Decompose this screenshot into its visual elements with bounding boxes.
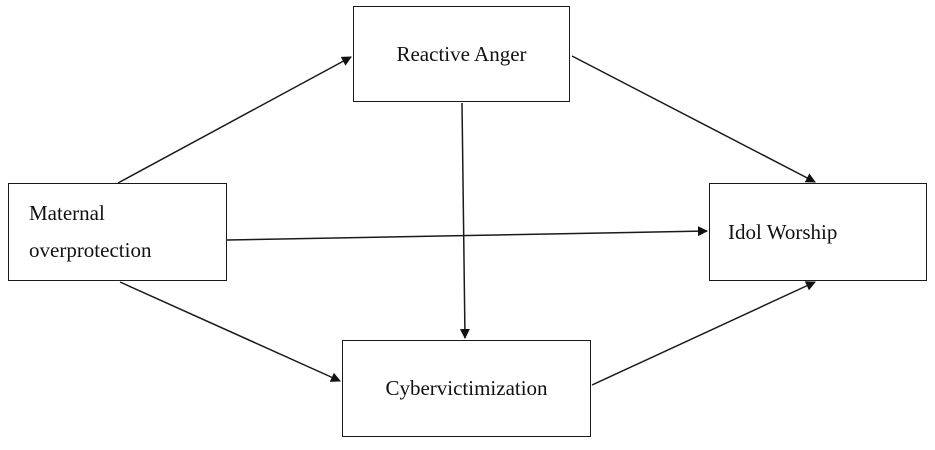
node-maternal-overprotection: Maternal overprotection bbox=[8, 183, 227, 281]
edge-reactive-anger-to-idol-worship bbox=[571, 55, 816, 183]
node-cybervictimization-label: Cybervictimization bbox=[385, 376, 548, 400]
node-idol-worship: Idol Worship bbox=[709, 183, 927, 281]
edge-reactive-anger-to-cybervictimization bbox=[459, 102, 470, 339]
edge-maternal-to-cybervictimization bbox=[119, 281, 341, 382]
edge-cybervictimization-to-idol-worship bbox=[591, 281, 816, 386]
node-reactive-anger-label: Reactive Anger bbox=[396, 41, 527, 66]
edge-maternal-to-idol-worship bbox=[226, 226, 708, 241]
node-idol-worship-label: Idol Worship bbox=[728, 219, 838, 244]
node-maternal-label-line1: Maternal bbox=[29, 201, 105, 226]
node-reactive-anger: Reactive Anger bbox=[353, 6, 570, 102]
node-maternal-label-line2: overprotection bbox=[29, 238, 152, 262]
node-cybervictimization: Cybervictimization bbox=[342, 340, 591, 437]
edge-maternal-to-reactive-anger bbox=[117, 56, 352, 184]
